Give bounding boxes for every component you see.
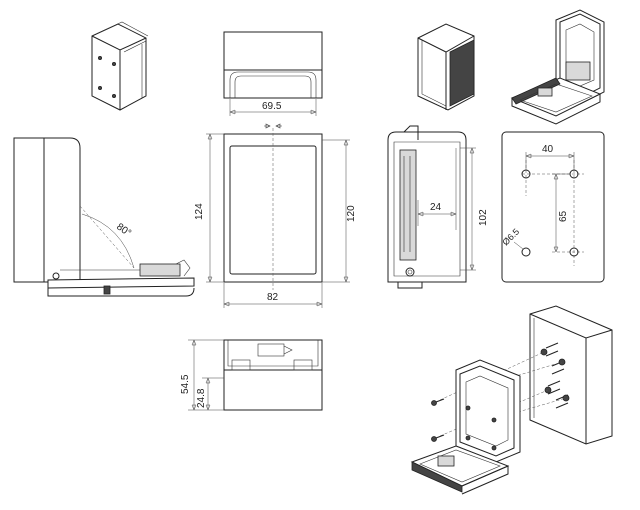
dim-front-height: 124 bbox=[194, 203, 205, 220]
wall-anchors bbox=[540, 342, 570, 409]
iso-view-closed-small bbox=[91, 21, 149, 111]
iso-view-open bbox=[510, 9, 605, 125]
dim-angle: 80° bbox=[114, 221, 133, 239]
iso-view-closed bbox=[417, 23, 475, 111]
front-view: 124 120 82 bbox=[194, 123, 357, 308]
dim-front-width: 82 bbox=[267, 292, 279, 303]
dim-hole-spacing-v: 65 bbox=[558, 210, 569, 222]
dim-section-height: 102 bbox=[478, 209, 489, 226]
dim-depth-lower: 24.8 bbox=[196, 388, 207, 408]
section-view: 24 102 bbox=[387, 125, 489, 289]
top-view: 69.5 bbox=[223, 31, 323, 116]
dim-inner-height: 120 bbox=[346, 205, 357, 222]
dim-hole-spacing-h: 40 bbox=[542, 144, 554, 155]
screws bbox=[431, 398, 445, 442]
bottom-view: 54.5 24.8 bbox=[180, 339, 323, 411]
dim-top-width: 69.5 bbox=[262, 101, 282, 112]
back-view-mounting: 40 65 Ø6.5 bbox=[500, 131, 605, 283]
dim-depth-total: 54.5 bbox=[180, 374, 191, 394]
exploded-mounting-view bbox=[410, 305, 613, 495]
side-view-open: 80° bbox=[13, 137, 195, 297]
dim-section-depth: 24 bbox=[430, 202, 442, 213]
